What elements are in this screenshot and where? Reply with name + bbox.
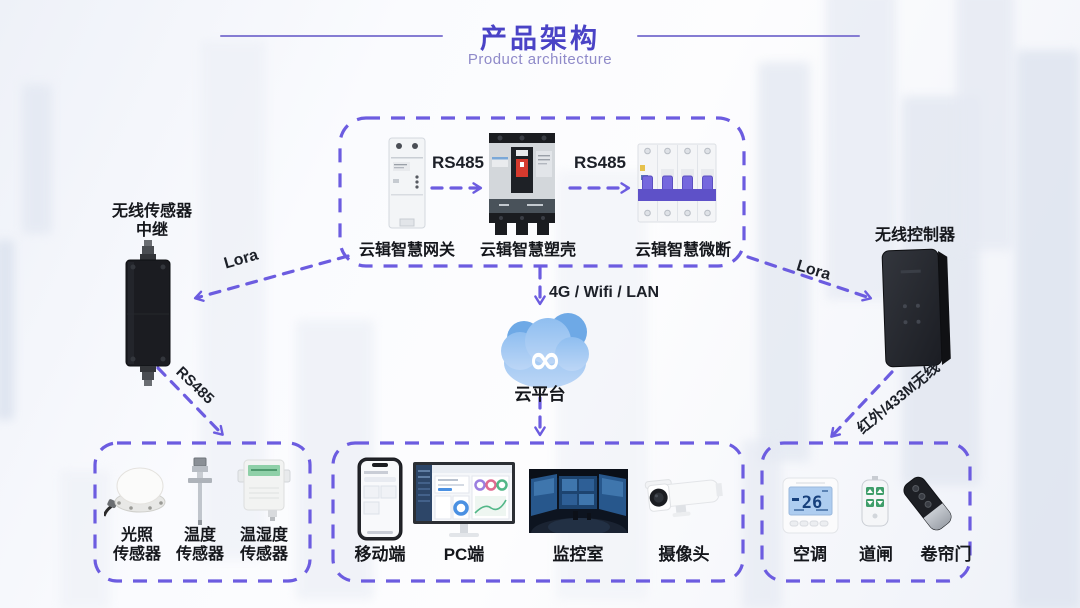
light-sensor-label-line1: 光照 [120,527,153,544]
mcb-device-image [637,139,717,232]
camera-label: 摄像头 [658,545,710,564]
gate-label: 道闸 [859,545,893,564]
mccb-device-image [487,133,557,241]
controller-device-image [878,244,956,377]
right-node-title: 无线控制器 [874,227,955,244]
temperature-sensor-label: 温度 传感器 [165,527,235,565]
humidity-sensor-image [236,458,292,527]
humidity-sensor-label-line1: 温湿度 [239,527,288,544]
roller-remote-image [899,473,958,539]
mccb-label: 云辑智慧塑壳 [479,242,576,259]
infinity-logo: ∞ [528,337,561,383]
sensors-group-box [93,441,312,583]
page-title: 产品架构 [480,24,600,54]
temperature-sensor-label-line2: 传感器 [175,545,224,563]
devices-group-box [760,441,972,583]
rs485-label-right: RS485 [574,153,626,172]
left-node-title-line2: 中继 [135,221,168,239]
left-node-title-line1: 无线传感器 [111,203,192,220]
arrow-ir-down [830,370,894,438]
clients-group-box [331,441,745,583]
humidity-sensor-label-line2: 传感器 [239,545,288,563]
temperature-sensor-image [186,456,214,533]
mcb-label: 云辑智慧微断 [634,242,731,259]
thermostat-image: 26 [782,477,839,539]
title-rule-left [220,35,443,37]
pc-label: PC端 [443,545,485,564]
light-sensor-label: 光照 传感器 [102,527,172,565]
aircon-label: 空调 [793,545,827,564]
humidity-sensor-label: 温湿度 传感器 [229,527,299,565]
arrow-rs485-down [156,366,224,436]
gateway-device-image [388,137,426,234]
rs485-label-left: RS485 [432,153,484,172]
relay-device-image [118,238,178,393]
gate-remote-image [860,476,890,533]
arrow-lora-right [746,255,873,302]
mobile-phone-image [357,457,403,546]
uplink-label: 4G / Wifi / LAN [549,284,660,301]
light-sensor-label-line2: 传感器 [112,545,161,563]
light-sensor-image [102,462,166,525]
camera-image [641,470,728,529]
gateway-label: 云辑智慧网关 [358,242,455,259]
page-subtitle: Product architecture [467,51,613,68]
pc-monitor-image [412,461,516,544]
roller-door-label: 卷帘门 [920,545,972,564]
cloud-platform-icon: ∞ [488,306,600,399]
cloud-label: 云平台 [514,385,566,404]
top-group-box [338,116,746,268]
control-room-label: 监控室 [552,545,604,564]
left-node-title: 无线传感器 中继 [92,203,212,241]
title-rule-right [637,35,860,37]
temperature-sensor-label-line1: 温度 [183,527,216,544]
mobile-label: 移动端 [354,545,406,564]
control-room-image [529,469,628,548]
arrow-lora-left [193,254,350,302]
thermostat-display: 26 [802,493,822,513]
